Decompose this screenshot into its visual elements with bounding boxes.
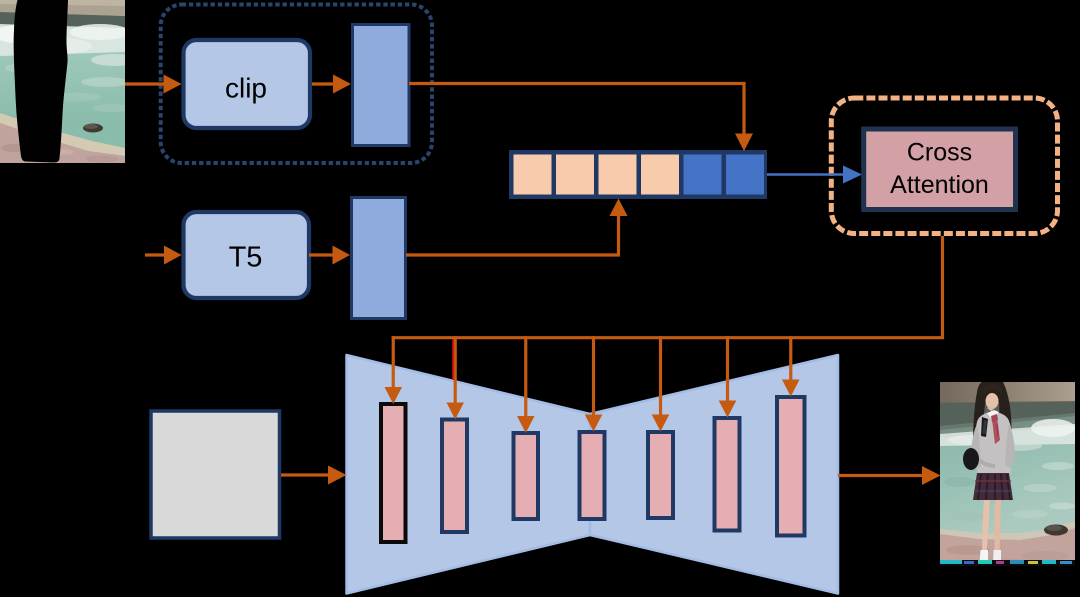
svg-text:clip: clip [225,73,267,104]
svg-text:T5: T5 [229,242,263,274]
svg-text:Cross: Cross [907,139,972,167]
svg-text:Attention: Attention [890,171,989,199]
